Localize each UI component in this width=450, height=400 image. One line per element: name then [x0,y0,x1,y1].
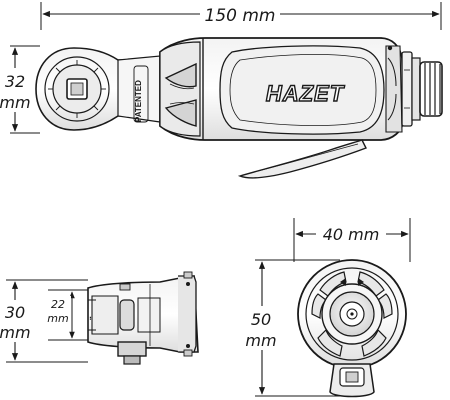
square-drive-dimension: 22 mm [45,289,90,341]
overall-length-label: 150 mm [205,6,276,26]
square-drive-unit: mm [47,312,68,325]
front-height-value: 50 [251,310,271,329]
head-height-dimension: 32 mm [0,45,40,134]
air-inlet-fitting [401,51,443,127]
front-height-unit: mm [245,331,276,350]
side-height-unit: mm [0,323,31,342]
patented-marking: PATENTED [134,80,143,122]
tool-side-view: ▪▪ [87,271,199,365]
front-height-dimension: 50 mm [244,259,340,397]
tool-front-view [297,259,407,398]
svg-text:▪▪: ▪▪ [88,316,94,320]
side-height-value: 30 [5,303,25,322]
head-height-unit: mm [0,93,31,112]
front-width-dimension: 40 mm [293,218,411,262]
square-drive-value: 22 [51,298,65,311]
hazet-logo: HAZET [266,81,345,106]
tool-top-view: PATENTED HAZET [35,37,443,179]
overall-length-dimension: 150 mm [40,2,442,30]
ratchet-head: PATENTED [35,47,161,131]
trigger-lever [237,139,367,179]
motor-housing: HAZET [159,37,405,141]
side-height-dimension: 30 mm [0,279,88,363]
front-width-label: 40 mm [323,225,380,244]
head-height-value: 32 [5,72,25,91]
